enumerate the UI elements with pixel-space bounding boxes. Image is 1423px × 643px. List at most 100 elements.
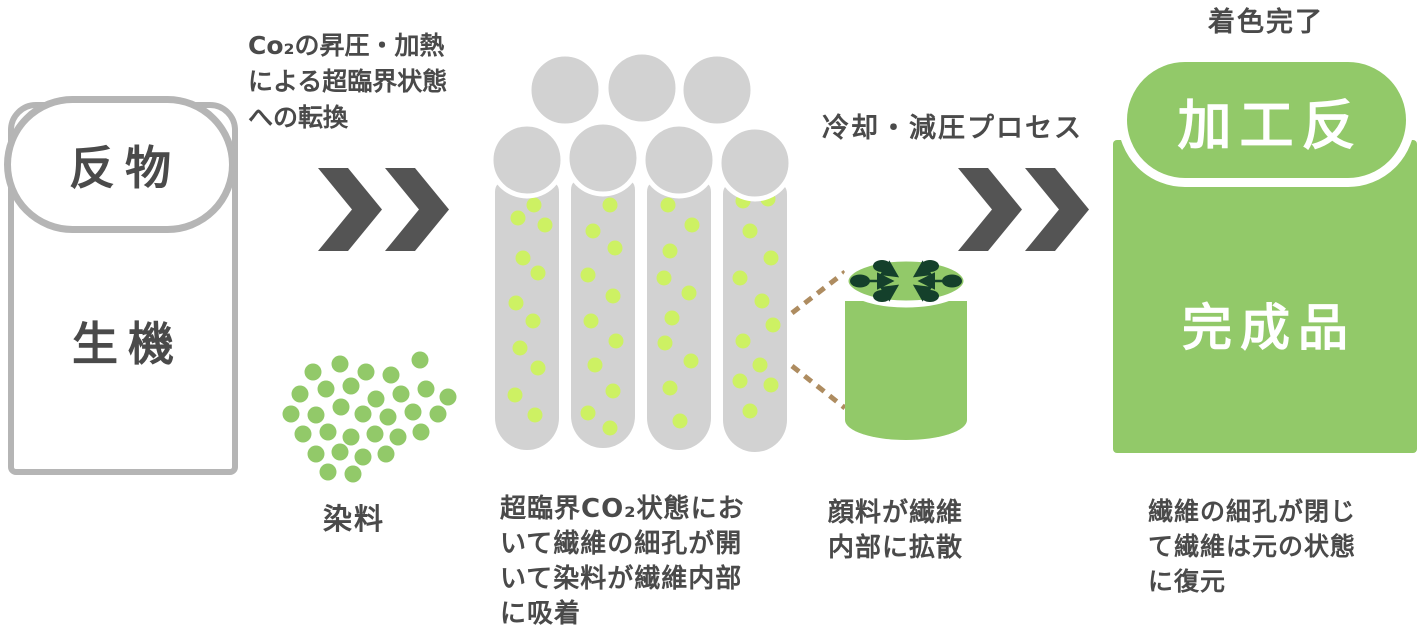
fabric-roll-pill: 反物 (4, 96, 236, 233)
dye-label: 染料 (323, 502, 386, 536)
dye-dot (439, 388, 457, 406)
fiber-bundle-illustration (488, 53, 794, 452)
absorbed-dye-dots (507, 191, 781, 436)
absorbed-dye-dot (662, 380, 678, 396)
dye-dots (282, 351, 457, 483)
absorbed-dye-dot (587, 357, 603, 373)
fiber-closeup-cylinder (845, 301, 967, 440)
supercritical-absorption-caption: 超臨界CO₂状態にお いて繊維の細孔が開 いて染料が繊維内部 に吸着 (500, 492, 810, 632)
absorbed-dye-dot (583, 313, 599, 329)
absorbed-dye-dot (605, 383, 621, 399)
absorbed-dye-dot (754, 293, 770, 309)
dye-dot (367, 390, 385, 408)
dye-dot (319, 423, 337, 441)
magnifier-dashed-line (790, 364, 847, 410)
absorbed-dye-dot (763, 250, 779, 266)
dye-dot (412, 423, 430, 441)
absorbed-dye-dot (735, 333, 751, 349)
absorbed-dye-dot (537, 217, 553, 233)
absorbed-dye-dot (681, 285, 697, 301)
dye-dot (404, 403, 422, 421)
dye-dot (331, 355, 349, 373)
absorbed-dye-dot (605, 288, 621, 304)
dye-dot (344, 465, 362, 483)
dye-dot (331, 443, 349, 461)
magnifier-dashed-line (790, 270, 847, 315)
absorbed-dye-dot (507, 387, 523, 403)
absorbed-dye-dot (510, 210, 526, 226)
fiber-closeup-illustration (790, 254, 971, 440)
absorbed-dye-dot (608, 333, 624, 349)
step1-label-line: への転換 (248, 103, 349, 132)
absorbed-dye-dot (607, 240, 623, 256)
absorbed-dye-dot (526, 197, 542, 213)
absorbed-dye-dot (742, 223, 758, 239)
step2-process-label: 冷却・減圧プロセス (822, 113, 1083, 144)
absorbed-dye-dot (660, 197, 676, 213)
fabric-roll-label: 反物 (69, 140, 181, 195)
absorbed-dye-dot (530, 360, 546, 376)
absorbed-dye-dot (527, 407, 543, 423)
caption-line: に復元 (1148, 567, 1227, 596)
dye-dot (307, 445, 325, 463)
caption-line: いて繊維の細孔が開 (500, 529, 743, 559)
absorbed-dye-dot (508, 295, 524, 311)
dye-dot (389, 428, 407, 446)
absorbed-dye-dot (763, 377, 779, 393)
caption-line: 繊維の細孔が閉じ (1148, 497, 1357, 526)
dye-dot (342, 377, 360, 395)
absorbed-dye-dot (515, 250, 531, 266)
dye-dot (379, 408, 397, 426)
absorbed-dye-dot (752, 357, 768, 373)
absorbed-dye-dot (732, 373, 748, 389)
dye-dot (282, 405, 300, 423)
absorbed-dye-dot (580, 267, 596, 283)
fiber-front-circles (488, 119, 794, 202)
dye-dot (317, 380, 335, 398)
dye-dot (377, 445, 395, 463)
step1-chevron-right-icon (318, 168, 449, 251)
caption-line: て繊維は元の状態 (1148, 532, 1357, 561)
absorbed-dye-dot (664, 310, 680, 326)
absorbed-dye-dot (656, 270, 672, 286)
finished-product-box (1113, 140, 1417, 453)
step1-label-line: Co₂の昇圧・加熱 (248, 31, 445, 60)
step2-chevron-right-icon (958, 168, 1089, 251)
step1-label-line: による超臨界状態 (248, 67, 448, 96)
fiber-back-circles (526, 53, 756, 129)
pigment-dots-and-arrows (850, 260, 962, 302)
greige-label: 生機 (72, 317, 184, 371)
finished-product-label: 完成品 (1182, 299, 1356, 357)
dye-dot (366, 425, 384, 443)
dye-dot (291, 385, 309, 403)
caption-line: 内部に拡散 (828, 533, 964, 563)
dye-dot (392, 385, 410, 403)
absorbed-dye-dot (672, 413, 688, 429)
caption-line: いて染料が繊維内部 (500, 564, 743, 594)
absorbed-dye-dot (684, 217, 700, 233)
absorbed-dye-dot (657, 335, 673, 351)
processed-roll-pill: 加工反 (1118, 53, 1415, 187)
diffusion-arrows (868, 260, 944, 302)
pigment-dot (942, 274, 962, 288)
absorbed-dye-dot (530, 265, 546, 281)
dye-dot (307, 406, 325, 424)
dye-dot (294, 425, 312, 443)
processed-roll-label: 加工反 (1177, 93, 1364, 157)
absorbed-dye-dot (602, 420, 618, 436)
dye-dot (357, 363, 375, 381)
absorbed-dye-dot (525, 313, 541, 329)
absorbed-dye-dot (765, 317, 781, 333)
dye-dot (342, 428, 360, 446)
caption-line: に吸着 (500, 599, 582, 629)
pigment-diffusion-caption: 顔料が繊維 内部に拡散 (828, 496, 1128, 566)
caption-line: 顔料が繊維 (828, 498, 964, 528)
coloring-complete-label: 着色完了 (1208, 7, 1324, 38)
absorbed-dye-dot (585, 223, 601, 239)
absorbed-dye-dot (732, 270, 748, 286)
absorbed-dye-dot (683, 353, 699, 369)
step1-conversion-label: Co₂の昇圧・加熱 による超臨界状態 への転換 (248, 28, 528, 136)
dye-dot (417, 380, 435, 398)
dye-dot (354, 405, 372, 423)
